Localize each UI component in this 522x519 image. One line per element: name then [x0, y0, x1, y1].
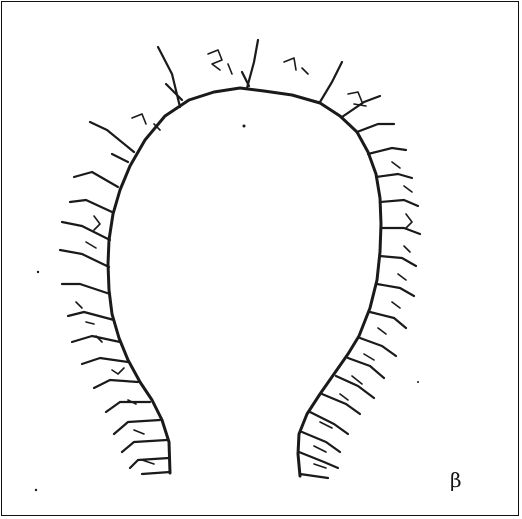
top-spikes	[242, 40, 394, 132]
figure-label: β	[450, 470, 462, 490]
horseshoe-outline	[108, 88, 381, 476]
scribble-marks	[76, 50, 412, 468]
ink-specks	[35, 125, 419, 492]
left-spikes	[60, 47, 182, 474]
right-spikes	[299, 148, 420, 478]
